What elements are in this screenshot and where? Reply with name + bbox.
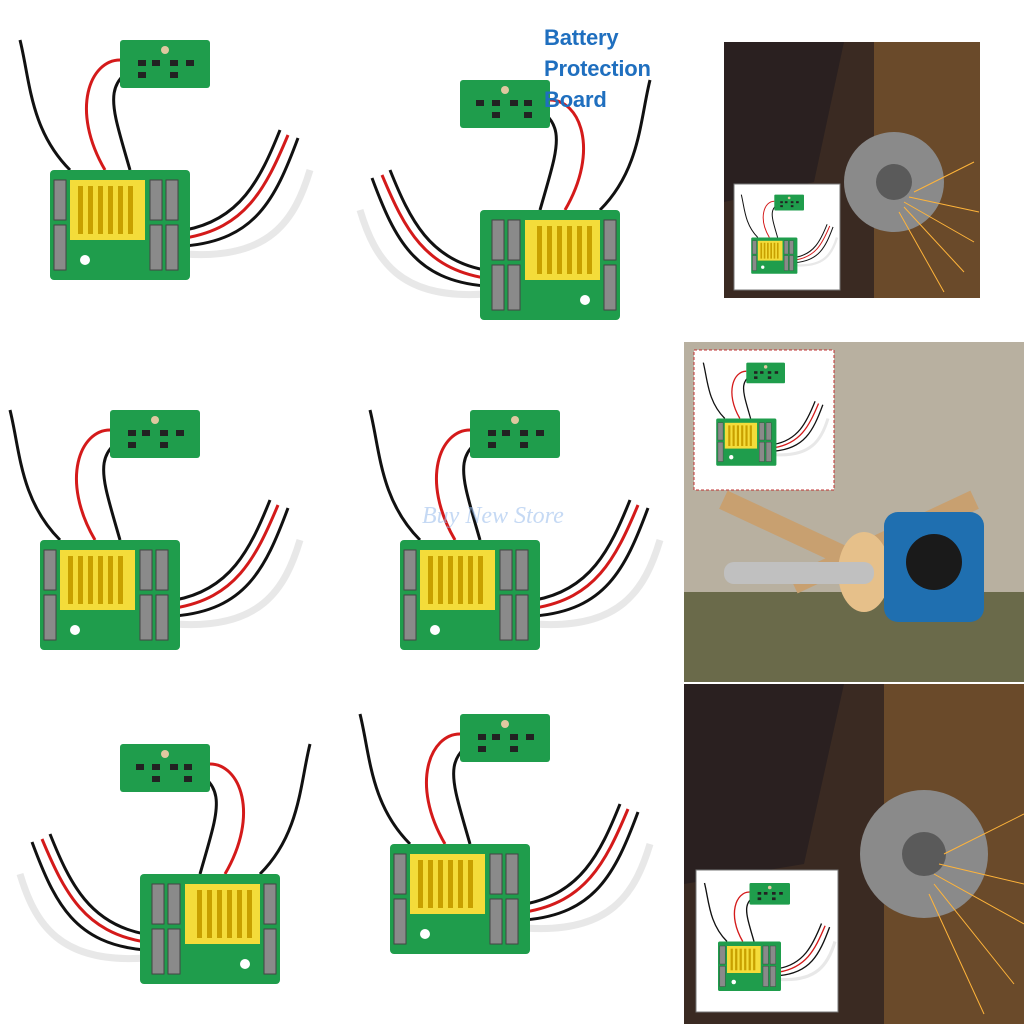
product-photo-6 xyxy=(340,684,680,1024)
caption-title: Battery Protection Board xyxy=(544,22,651,115)
grinder-scene-photo-2 xyxy=(684,684,1024,1024)
product-photo-5 xyxy=(0,684,340,1024)
store-watermark: Buy New Store xyxy=(422,503,564,529)
product-photo-3 xyxy=(0,340,340,680)
caption-line-3: Board xyxy=(544,87,607,112)
product-photo-2 xyxy=(340,0,680,340)
caption-line-1: Battery xyxy=(544,25,619,50)
caption-line-2: Protection xyxy=(544,56,651,81)
product-photo-1 xyxy=(0,0,340,340)
grinder-scene-photo-1 xyxy=(724,42,980,298)
chainsaw-scene-photo xyxy=(684,342,1024,682)
product-photo-4 xyxy=(340,340,680,680)
